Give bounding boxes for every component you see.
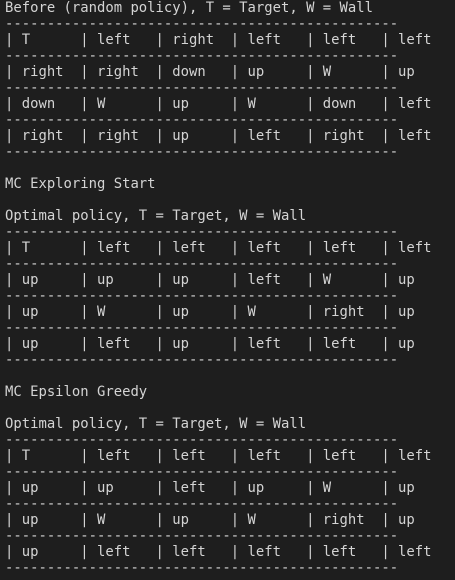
- table-row: | up | left | left | left | left | left …: [5, 544, 455, 560]
- terminal-line: Optimal policy, T = Target, W = Wall: [5, 416, 307, 432]
- table-divider: ----------------------------------------…: [5, 144, 399, 160]
- table-divider: ----------------------------------------…: [5, 464, 399, 480]
- table-row: | up | left | up | left | left | up |: [5, 336, 455, 352]
- table-row: | down | W | up | W | down | left |: [5, 96, 455, 112]
- table-row: | right | right | down | up | W | up |: [5, 64, 455, 80]
- table-divider: ----------------------------------------…: [5, 80, 399, 96]
- table-row: | up | W | up | W | right | up |: [5, 304, 455, 320]
- blank-line: [5, 192, 455, 208]
- table-row: | T | left | left | left | left | left |: [5, 448, 455, 464]
- table-divider: ----------------------------------------…: [5, 432, 399, 448]
- table-row: | up | up | left | up | W | up |: [5, 480, 455, 496]
- terminal-line: Before (random policy), T = Target, W = …: [5, 0, 373, 16]
- terminal-line: Optimal policy, T = Target, W = Wall: [5, 208, 307, 224]
- table-divider: ----------------------------------------…: [5, 288, 399, 304]
- table-divider: ----------------------------------------…: [5, 496, 399, 512]
- table-divider: ----------------------------------------…: [5, 224, 399, 240]
- table-divider: ----------------------------------------…: [5, 528, 399, 544]
- table-divider: ----------------------------------------…: [5, 16, 399, 32]
- table-divider: ----------------------------------------…: [5, 256, 399, 272]
- table-row: | T | left | right | left | left | left …: [5, 32, 455, 48]
- table-row: | up | W | up | W | right | up |: [5, 512, 455, 528]
- table-divider: ----------------------------------------…: [5, 48, 399, 64]
- table-row: | up | up | up | left | W | up |: [5, 272, 455, 288]
- table-divider: ----------------------------------------…: [5, 560, 399, 576]
- blank-line: [5, 400, 455, 416]
- blank-line: [5, 160, 455, 176]
- table-row: | T | left | left | left | left | left |: [5, 240, 455, 256]
- section-heading: MC Epsilon Greedy: [5, 384, 148, 400]
- table-row: | right | right | up | left | right | le…: [5, 128, 455, 144]
- table-divider: ----------------------------------------…: [5, 112, 399, 128]
- section-heading: MC Exploring Start: [5, 176, 156, 192]
- table-divider: ----------------------------------------…: [5, 352, 399, 368]
- table-divider: ----------------------------------------…: [5, 320, 399, 336]
- blank-line: [5, 368, 455, 384]
